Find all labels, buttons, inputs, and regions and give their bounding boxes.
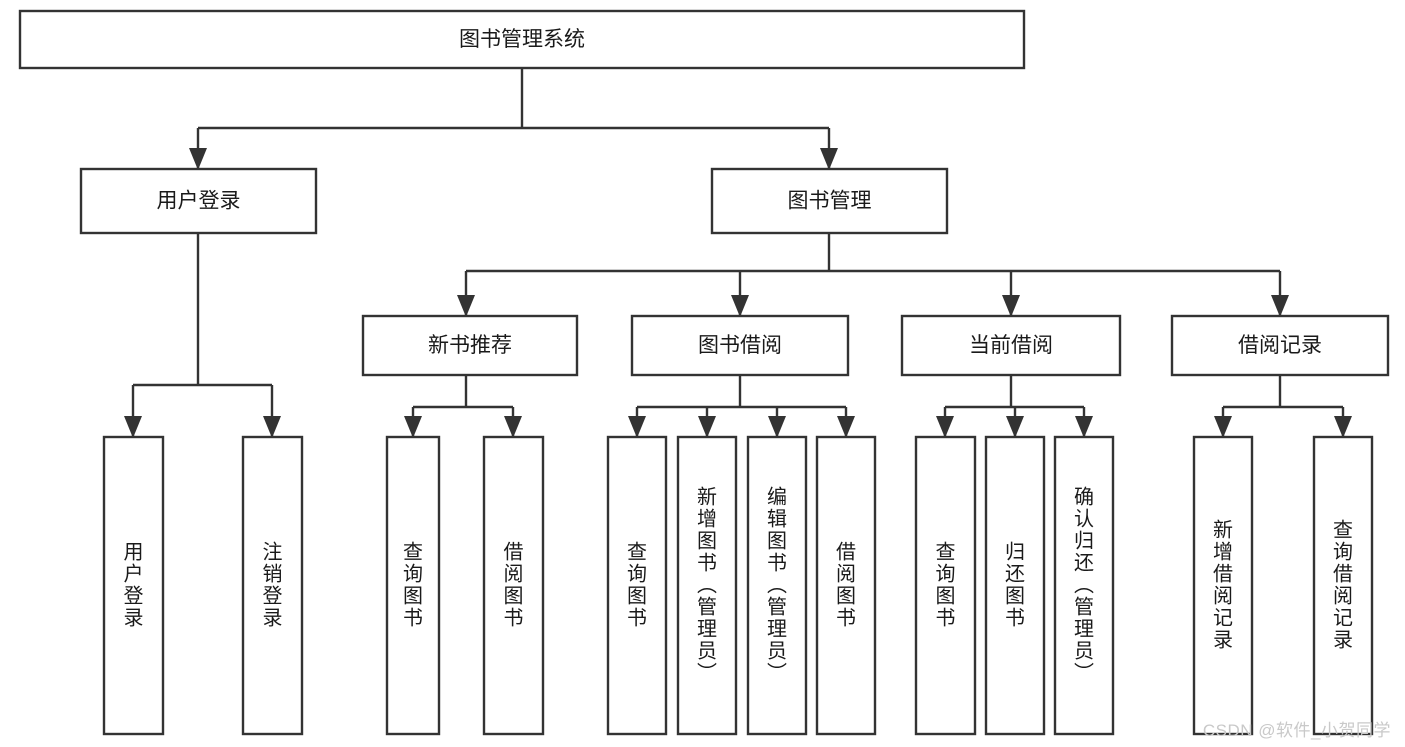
leaf-node-leaf-add-borrow-record[interactable]: 新增借阅记录: [1192, 435, 1254, 736]
arrow-head-icon: [263, 416, 281, 438]
connector-conn-user-login-split: [124, 233, 281, 438]
arrow-head-icon: [837, 416, 855, 438]
connector-conn-root-split: [189, 68, 838, 170]
node-box[interactable]: [746, 435, 808, 736]
node-label: 新增图书︵管理员︶: [697, 486, 717, 685]
node-box[interactable]: [900, 314, 1122, 377]
node-label: 归还图书: [1005, 541, 1025, 630]
level2-node-book-manage[interactable]: 图书管理: [710, 167, 949, 235]
leaf-node-leaf-query-book-borrow[interactable]: 查询图书: [606, 435, 668, 736]
root-node-root[interactable]: 图书管理系统: [18, 9, 1026, 70]
node-box[interactable]: [385, 435, 441, 736]
level3-node-borrow-record[interactable]: 借阅记录: [1170, 314, 1390, 377]
leaf-node-leaf-query-book-current[interactable]: 查询图书: [914, 435, 977, 736]
arrow-head-icon: [1075, 416, 1093, 438]
connector-conn-current-borrow-split: [936, 375, 1093, 438]
arrow-head-icon: [628, 416, 646, 438]
connector-conn-new-book-split: [404, 375, 522, 438]
node-box[interactable]: [1170, 314, 1390, 377]
leaf-node-leaf-borrow-book-rec[interactable]: 借阅图书: [482, 435, 545, 736]
node-label: 图书管理: [788, 190, 872, 213]
leaf-node-leaf-query-borrow-record[interactable]: 查询借阅记录: [1312, 435, 1374, 736]
level3-node-new-book-recommend[interactable]: 新书推荐: [361, 314, 579, 377]
arrow-head-icon: [124, 416, 142, 438]
arrow-head-icon: [1006, 416, 1024, 438]
arrow-head-icon: [404, 416, 422, 438]
arrow-head-icon: [189, 148, 207, 170]
arrow-head-icon: [1002, 295, 1020, 317]
arrow-head-icon: [698, 416, 716, 438]
node-label: 注销登录: [263, 541, 283, 630]
connector-conn-borrow-record-split: [1214, 375, 1352, 438]
node-label: 确认归还︵管理员︶: [1074, 486, 1094, 685]
arrow-head-icon: [820, 148, 838, 170]
node-box[interactable]: [79, 167, 318, 235]
node-box[interactable]: [630, 314, 850, 377]
arrow-head-icon: [731, 295, 749, 317]
connectors-layer: [124, 68, 1352, 438]
node-label: 查询借阅记录: [1333, 519, 1353, 652]
node-box[interactable]: [1053, 435, 1115, 736]
node-box[interactable]: [1312, 435, 1374, 736]
watermark-label: CSDN @软件_小贺同学: [1202, 721, 1391, 740]
node-label: 图书借阅: [698, 334, 782, 357]
node-label: 查询图书: [403, 541, 423, 630]
node-label: 用户登录: [157, 190, 241, 213]
leaf-node-leaf-edit-book[interactable]: 编辑图书︵管理员︶: [746, 435, 808, 736]
node-box[interactable]: [710, 167, 949, 235]
node-label: 查询图书: [936, 541, 956, 630]
leaf-node-leaf-return-book[interactable]: 归还图书: [984, 435, 1046, 736]
arrow-head-icon: [1271, 295, 1289, 317]
node-label: 图书管理系统: [459, 28, 585, 51]
node-label: 借阅记录: [1238, 334, 1322, 357]
leaf-node-leaf-add-book[interactable]: 新增图书︵管理员︶: [676, 435, 738, 736]
node-box[interactable]: [1192, 435, 1254, 736]
node-box[interactable]: [241, 435, 304, 736]
arrow-head-icon: [457, 295, 475, 317]
node-box[interactable]: [361, 314, 579, 377]
node-box[interactable]: [984, 435, 1046, 736]
leaf-node-leaf-user-login[interactable]: 用户登录: [102, 435, 165, 736]
node-label: 当前借阅: [969, 334, 1053, 357]
leaf-node-leaf-logout-login[interactable]: 注销登录: [241, 435, 304, 736]
leaf-node-leaf-borrow-book[interactable]: 借阅图书: [815, 435, 877, 736]
arrow-head-icon: [504, 416, 522, 438]
node-label: 新书推荐: [428, 334, 512, 357]
node-box[interactable]: [482, 435, 545, 736]
node-label: 新增借阅记录: [1213, 519, 1233, 652]
node-box[interactable]: [102, 435, 165, 736]
node-label: 编辑图书︵管理员︶: [767, 486, 787, 685]
arrow-head-icon: [1334, 416, 1352, 438]
node-box[interactable]: [606, 435, 668, 736]
node-box[interactable]: [914, 435, 977, 736]
level2-node-user-login[interactable]: 用户登录: [79, 167, 318, 235]
node-label: 借阅图书: [504, 541, 524, 630]
arrow-head-icon: [936, 416, 954, 438]
leaf-node-leaf-query-book-rec[interactable]: 查询图书: [385, 435, 441, 736]
level3-node-book-borrow[interactable]: 图书借阅: [630, 314, 850, 377]
node-box[interactable]: [815, 435, 877, 736]
leaf-node-leaf-confirm-return[interactable]: 确认归还︵管理员︶: [1053, 435, 1115, 736]
node-label: 查询图书: [627, 541, 647, 630]
connector-conn-book-borrow-split: [628, 375, 855, 438]
node-label: 用户登录: [124, 542, 144, 630]
node-label: 借阅图书: [836, 541, 856, 630]
level3-node-current-borrow[interactable]: 当前借阅: [900, 314, 1122, 377]
node-box[interactable]: [676, 435, 738, 736]
connector-conn-book-manage-split: [457, 233, 1289, 317]
node-box[interactable]: [18, 9, 1026, 70]
nodes-layer: 图书管理系统用户登录图书管理新书推荐图书借阅当前借阅借阅记录用户登录注销登录查询…: [18, 9, 1390, 736]
arrow-head-icon: [1214, 416, 1232, 438]
arrow-head-icon: [768, 416, 786, 438]
